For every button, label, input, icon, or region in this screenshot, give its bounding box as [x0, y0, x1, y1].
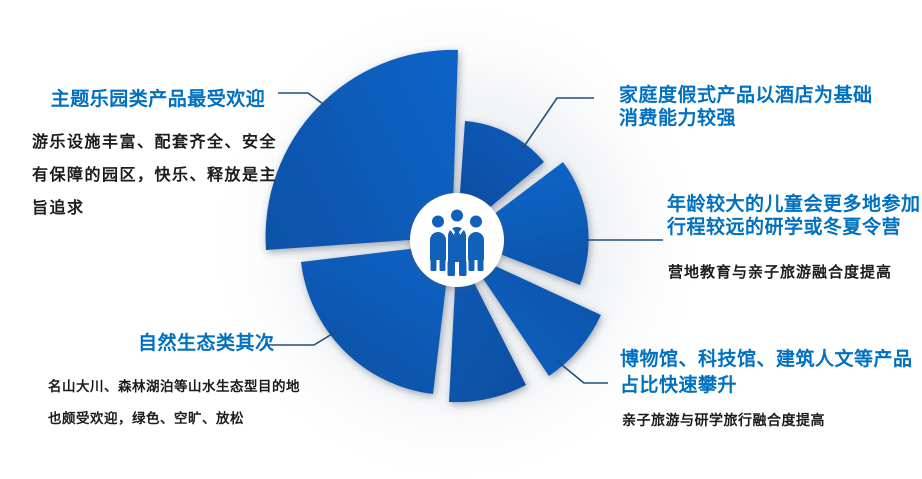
- body-line: 有保障的园区，快乐、释放是主: [32, 167, 278, 184]
- callout-theme-park-body: 游乐设施丰富、配套齐全、安全 有保障的园区，快乐、释放是主 旨追求: [32, 126, 277, 225]
- leader-line-nature: [266, 330, 338, 346]
- callout-older-children-body: 营地教育与亲子旅游融合度提高: [668, 263, 892, 283]
- callout-heading: 主题乐园类产品最受欢迎: [30, 88, 286, 111]
- callout-older-children: 年龄较大的儿童会更多地参加 行程较远的研学或冬夏令营: [667, 193, 921, 239]
- body-line: 营地教育与亲子旅游融合度提高: [668, 264, 893, 281]
- heading-line: 消费能力较强: [619, 108, 737, 129]
- heading-line: 家庭度假式产品以酒店为基础: [619, 85, 873, 106]
- heading-line: 主题乐园类产品最受欢迎: [50, 89, 266, 110]
- wedge-older-children: [461, 162, 589, 285]
- heading-line: 自然生态类其次: [138, 333, 275, 354]
- callout-heading: 自然生态类其次: [138, 332, 275, 355]
- callout-museum: 博物馆、科技馆、建筑人文等产品 占比快速攀升: [620, 347, 913, 399]
- body-line: 游乐设施丰富、配套齐全、安全: [32, 134, 278, 151]
- leader-lines: [266, 92, 663, 384]
- callout-heading: 博物馆、科技馆、建筑人文等产品 占比快速攀升: [620, 347, 913, 399]
- body-line: 旨追求: [32, 200, 85, 217]
- tie: [454, 229, 460, 246]
- body-line: 也颇受欢迎，绿色、空旷、放松: [48, 411, 244, 426]
- callout-nature-body: 名山大川、森林湖泊等山水生态型目的地 也颇受欢迎，绿色、空旷、放松: [48, 371, 300, 435]
- wedge-theme-park: [265, 49, 458, 250]
- callout-heading: 年龄较大的儿童会更多地参加 行程较远的研学或冬夏令营: [667, 193, 921, 239]
- body-line: 亲子旅游与研学旅行融合度提高: [622, 412, 825, 428]
- body-line: 名山大川、森林湖泊等山水生态型目的地: [48, 379, 300, 394]
- callout-theme-park: 主题乐园类产品最受欢迎: [30, 88, 286, 111]
- heading-line: 年龄较大的儿童会更多地参加: [667, 194, 921, 215]
- leader-line-theme-park: [278, 92, 331, 110]
- leader-line-family-resort: [522, 97, 594, 149]
- wedge-nature: [301, 244, 451, 394]
- callout-museum-body: 亲子旅游与研学旅行融合度提高: [622, 410, 825, 430]
- heading-line: 博物馆、科技馆、建筑人文等产品: [620, 349, 913, 370]
- wedge-museum: [465, 252, 601, 376]
- callout-heading: 家庭度假式产品以酒店为基础 消费能力较强: [619, 84, 873, 130]
- heading-line: 占比快速攀升: [620, 375, 738, 396]
- callout-family-resort: 家庭度假式产品以酒店为基础 消费能力较强: [619, 84, 873, 130]
- leader-line-museum: [556, 360, 608, 384]
- heading-line: 行程较远的研学或冬夏令营: [667, 217, 902, 238]
- wedge-unlabeled-bottom: [449, 249, 526, 403]
- callout-nature: 自然生态类其次: [138, 332, 275, 355]
- family-people-icon: [430, 207, 484, 276]
